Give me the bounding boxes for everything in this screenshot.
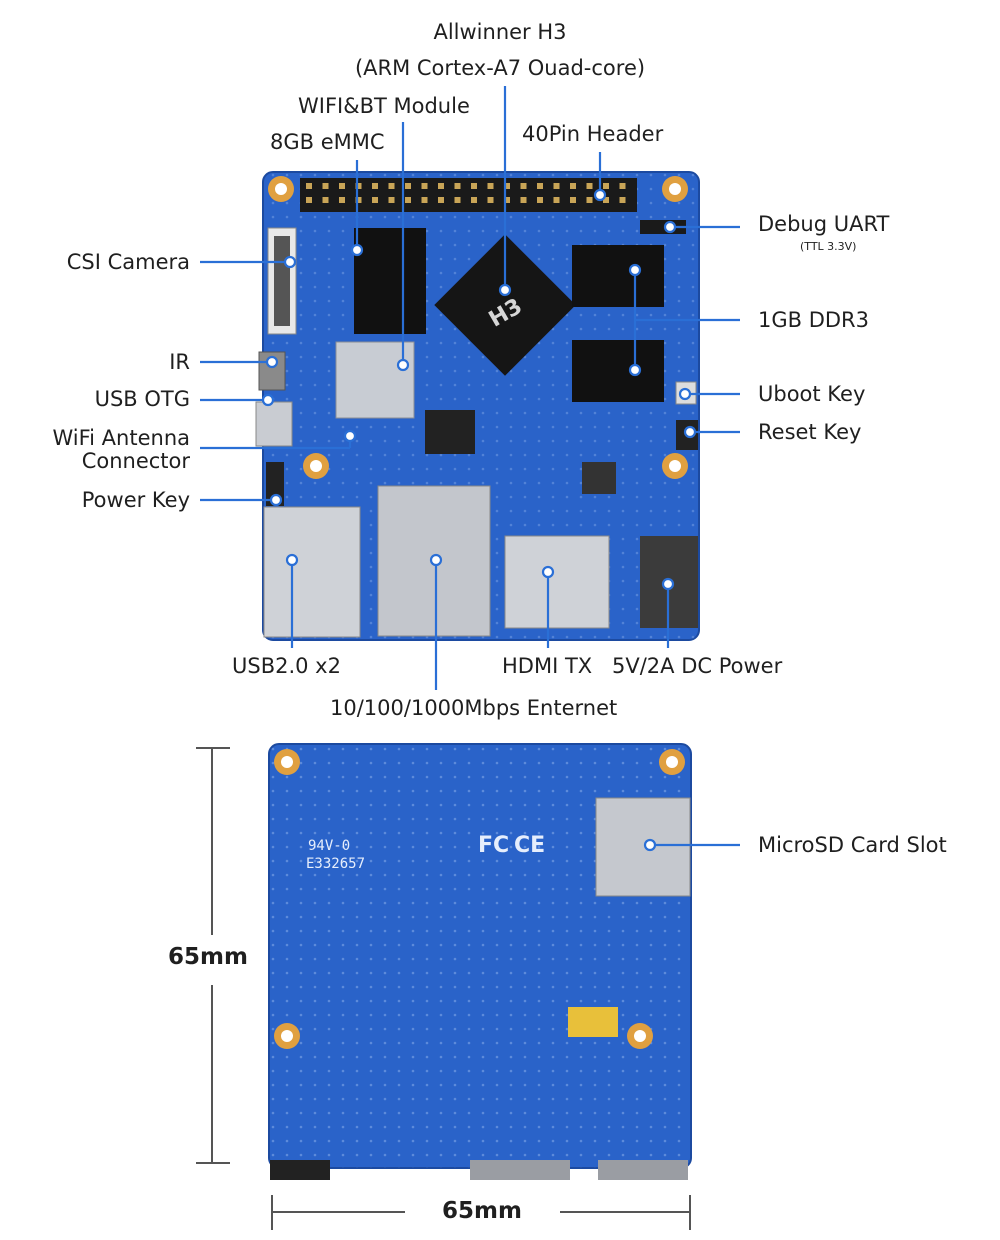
hdmi-port-graphic [504, 535, 610, 629]
label-csi-camera: CSI Camera [66, 250, 190, 274]
header-pin [339, 197, 345, 203]
header-pin [619, 197, 626, 203]
header-pin [388, 197, 395, 203]
emmc-chip-graphic [354, 228, 426, 334]
bottom-edge-usb [598, 1160, 688, 1180]
header-pin [339, 183, 345, 189]
top-board: H3 [255, 171, 700, 641]
header-pin [355, 183, 362, 189]
leader-dots [261, 188, 697, 852]
small-ic-graphic [425, 410, 475, 454]
header-pin [537, 183, 543, 189]
label-ir: IR [169, 350, 190, 374]
header-pin [454, 197, 461, 203]
fc-mark: FC [478, 833, 509, 858]
power-key-graphic [266, 462, 284, 506]
label-ddr3: 1GB DDR3 [758, 308, 870, 332]
header-pin [520, 183, 527, 189]
header-pin [306, 197, 312, 203]
label-wifi-bt: WIFI&BT Module [298, 94, 470, 118]
header-pin [355, 197, 362, 203]
bottom-board: 94V-0 E332657 FC CE [268, 743, 692, 1180]
label-microsd: MicroSD Card Slot [758, 833, 947, 857]
header-pin [454, 183, 461, 189]
ul-mark-text: 94V-0 [308, 838, 350, 854]
label-40pin-header: 40Pin Header [522, 122, 664, 146]
header-pin [322, 197, 329, 203]
header-pin [405, 197, 411, 203]
header-pin [603, 183, 609, 189]
label-emmc: 8GB eMMC [270, 130, 385, 154]
header-pin [471, 183, 477, 189]
mounting-holes-bottom [274, 749, 685, 1049]
label-usb-otg: USB OTG [94, 387, 190, 411]
40pin-header-graphic [300, 178, 637, 212]
header-pin [322, 183, 329, 189]
header-pin [570, 183, 576, 189]
header-pin [619, 183, 626, 189]
header-pin [570, 197, 576, 203]
usb2-ports-graphic [263, 506, 361, 638]
header-pin [520, 197, 527, 203]
tantalum-cap-graphic [568, 1007, 618, 1037]
label-reset-key: Reset Key [758, 420, 862, 444]
microsd-slot-graphic [595, 797, 691, 897]
header-pin [487, 183, 494, 189]
header-pin [504, 197, 510, 203]
ul-code-text: E332657 [306, 856, 365, 872]
header-pin [603, 197, 609, 203]
header-pin [487, 197, 494, 203]
label-ethernet: 10/100/1000Mbps Enternet [330, 696, 618, 720]
wifi-module-graphic [335, 341, 415, 419]
label-wifi-antenna-1: WiFi Antenna [52, 426, 190, 450]
ce-mark: CE [514, 833, 545, 858]
bottom-edge-connectors [270, 1160, 330, 1180]
label-width-dim: 65mm [442, 1198, 522, 1224]
label-power-key: Power Key [81, 488, 190, 512]
header-pin [504, 183, 510, 189]
ddr3-chip-1-graphic [572, 245, 664, 307]
header-pin [438, 183, 444, 189]
csi-connector-graphic [267, 227, 297, 335]
header-pin [586, 183, 593, 189]
label-soc: Allwinner H3 [433, 20, 567, 44]
header-pin [405, 183, 411, 189]
header-pin [537, 197, 543, 203]
header-pin [372, 183, 378, 189]
label-height-dim: 65mm [168, 944, 248, 970]
ir-receiver-graphic [258, 351, 286, 391]
header-pin [421, 183, 428, 189]
inductor-graphic [582, 462, 616, 494]
header-pin [421, 197, 428, 203]
header-pin [306, 183, 312, 189]
label-usb2: USB2.0 x2 [232, 654, 341, 678]
label-debug-uart: Debug UART [758, 212, 890, 236]
header-pin [438, 197, 444, 203]
mounting-holes-top [268, 176, 688, 479]
header-pin [553, 183, 560, 189]
header-pin [471, 197, 477, 203]
label-wifi-antenna-2: Connector [81, 449, 190, 473]
usb-otg-port-graphic [255, 401, 293, 447]
bottom-edge-ethernet [470, 1160, 570, 1180]
header-pin [388, 183, 395, 189]
label-hdmi: HDMI TX [502, 654, 593, 678]
label-debug-uart-sub: (TTL 3.3V) [800, 240, 857, 253]
label-uboot-key: Uboot Key [758, 382, 866, 406]
header-pin [372, 197, 378, 203]
dimension-lines [196, 747, 691, 1230]
header-pin [586, 197, 593, 203]
label-dc-power: 5V/2A DC Power [612, 654, 783, 678]
header-pin [553, 197, 560, 203]
ddr3-chip-2-graphic [572, 340, 664, 402]
label-soc-sub: (ARM Cortex-A7 Ouad-core) [354, 56, 646, 80]
